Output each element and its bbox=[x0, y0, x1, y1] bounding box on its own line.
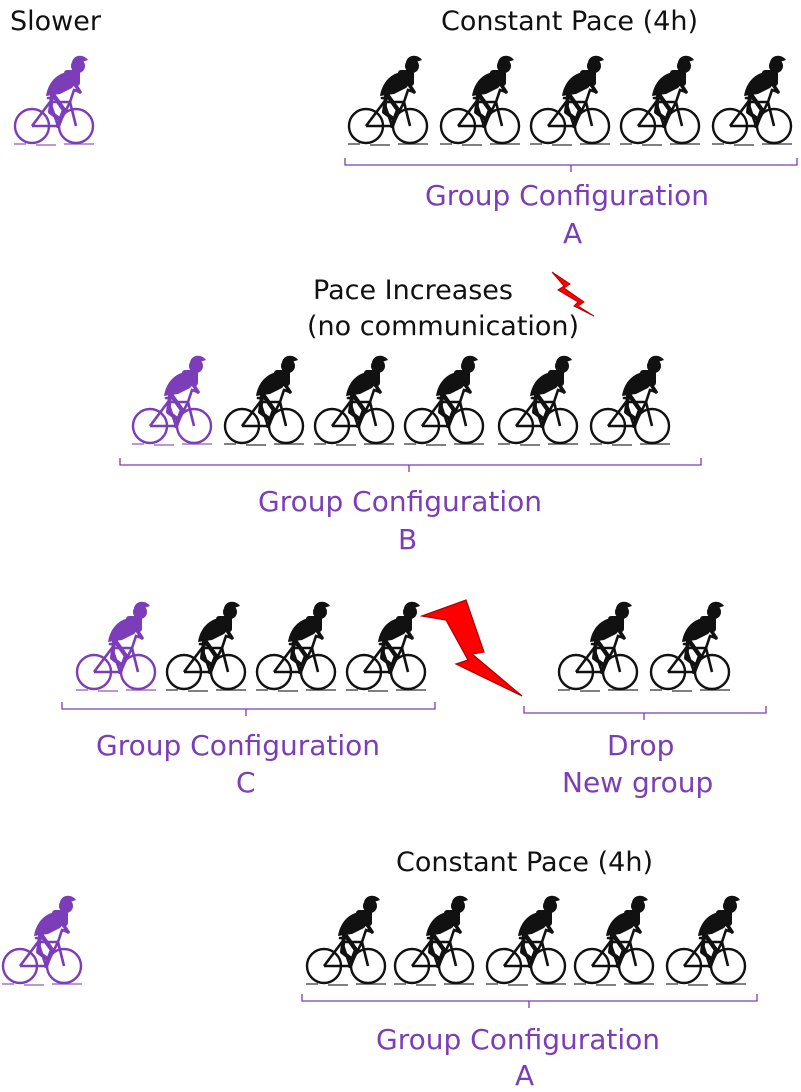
group-config-letter: A bbox=[563, 217, 583, 250]
cyclist-icon bbox=[0, 892, 84, 988]
group-config-letter: B bbox=[398, 523, 418, 556]
cyclist-icon bbox=[438, 52, 522, 148]
cyclist-icon bbox=[572, 892, 656, 988]
cyclist-icon bbox=[164, 598, 248, 694]
group-config-label: Group Configuration bbox=[376, 1023, 661, 1056]
cyclist-icon bbox=[312, 352, 396, 448]
group-config-label: Group Configuration bbox=[258, 485, 543, 518]
cyclist-icon bbox=[484, 892, 568, 988]
no-communication-label: (no communication) bbox=[307, 311, 580, 342]
cyclist-icon bbox=[618, 52, 702, 148]
new-group-label: New group bbox=[562, 766, 714, 799]
cyclist-icon bbox=[222, 352, 306, 448]
cyclist-icon bbox=[392, 892, 476, 988]
cyclist-icon bbox=[12, 52, 96, 148]
cyclist-icon bbox=[528, 52, 612, 148]
cyclist-icon bbox=[304, 892, 388, 988]
cyclist-icon bbox=[710, 52, 794, 148]
slower-label: Slower bbox=[10, 6, 101, 37]
group-config-letter: C bbox=[236, 766, 256, 799]
group-config-letter: A bbox=[515, 1059, 535, 1092]
cyclist-icon bbox=[130, 352, 214, 448]
pace-increases-label: Pace Increases bbox=[313, 275, 513, 306]
group-config-label: Group Configuration bbox=[96, 729, 381, 762]
cyclist-icon bbox=[346, 52, 430, 148]
cyclist-icon bbox=[664, 892, 748, 988]
cyclist-icon bbox=[496, 352, 580, 448]
cyclist-icon bbox=[74, 598, 158, 694]
cyclist-icon bbox=[648, 598, 732, 694]
drop-label: Drop bbox=[607, 729, 675, 762]
cyclist-icon bbox=[556, 598, 640, 694]
constant-pace-label: Constant Pace (4h) bbox=[396, 847, 653, 878]
cyclist-icon bbox=[402, 352, 486, 448]
cyclist-icon bbox=[254, 598, 338, 694]
cyclist-icon bbox=[344, 598, 428, 694]
group-config-label: Group Configuration bbox=[425, 179, 710, 212]
cyclist-icon bbox=[588, 352, 672, 448]
constant-pace-label: Constant Pace (4h) bbox=[441, 6, 698, 37]
